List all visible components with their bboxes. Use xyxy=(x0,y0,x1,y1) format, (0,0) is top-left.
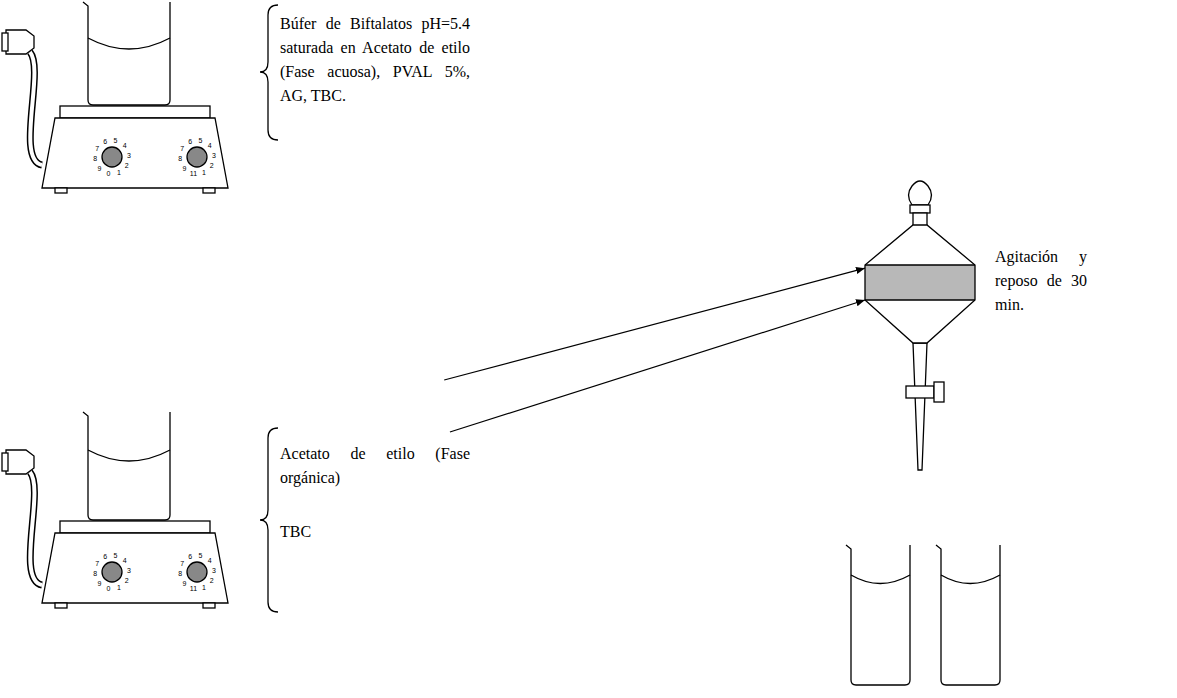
dial-number: 9 xyxy=(182,165,186,172)
dial-number: 7 xyxy=(180,145,184,152)
dial-number: 5 xyxy=(114,137,118,144)
dial-number: 7 xyxy=(95,145,99,152)
dial-number: 1 xyxy=(202,169,206,176)
dial-number: 8 xyxy=(93,155,97,162)
dial-number: 1 xyxy=(117,169,121,176)
dial-number: 9 xyxy=(97,580,101,587)
dial-number: 9 xyxy=(97,165,101,172)
dial-number: 6 xyxy=(188,553,192,560)
funnel-outline xyxy=(865,225,975,345)
step-note: Agitación y reposo de 30 min. xyxy=(995,245,1087,317)
dial-number: 9 xyxy=(182,580,186,587)
dial-number: 3 xyxy=(212,152,216,159)
dial-number: 11 xyxy=(190,170,197,177)
bracket xyxy=(260,5,278,612)
reagent-text: TBC xyxy=(280,520,470,544)
dial-number: 2 xyxy=(125,162,129,169)
dial-number: 5 xyxy=(114,552,118,559)
dial-number: 0 xyxy=(107,585,111,592)
dial-number: 3 xyxy=(212,567,216,574)
stirrer-bottom xyxy=(2,412,228,608)
dial-number: 5 xyxy=(199,137,203,144)
dial-number: 8 xyxy=(93,570,97,577)
dial-number: 1 xyxy=(202,584,206,591)
dial-number: 4 xyxy=(208,557,212,564)
dial-number: 11 xyxy=(190,585,197,592)
dial-number: 0 xyxy=(107,170,111,177)
stirrer-top xyxy=(2,2,228,193)
reagent-text: Búfer de Biftalatos pH=5.4 saturada en A… xyxy=(280,12,470,108)
dial-number: 1 xyxy=(117,584,121,591)
reagent-text: Acetato de etilo (Fase orgánica) xyxy=(280,442,470,490)
dial-number: 7 xyxy=(95,560,99,567)
flow-arrow xyxy=(450,300,865,432)
dial-number: 6 xyxy=(103,138,107,145)
dial-number: 2 xyxy=(210,577,214,584)
dial-number: 8 xyxy=(178,570,182,577)
dial-number: 5 xyxy=(199,552,203,559)
dial-number: 4 xyxy=(123,557,127,564)
dial-number: 2 xyxy=(210,162,214,169)
dial-number: 8 xyxy=(178,155,182,162)
collection-beaker xyxy=(846,545,1000,685)
dial-number: 7 xyxy=(180,560,184,567)
dial-number: 3 xyxy=(127,152,131,159)
dial-number: 4 xyxy=(123,142,127,149)
dial-number: 2 xyxy=(125,577,129,584)
reagent-group: Búfer de Biftalatos pH=5.4 saturada en A… xyxy=(255,8,475,380)
dial-number: 3 xyxy=(127,567,131,574)
dial-number: 4 xyxy=(208,142,212,149)
dial-number: 6 xyxy=(188,138,192,145)
flow-arrow xyxy=(444,268,865,380)
separatory-funnel: Agitación y reposo de 30 min. xyxy=(865,225,975,345)
dial-number: 6 xyxy=(103,553,107,560)
reagent-group: Acetato de etilo (Fase orgánica) TBC xyxy=(255,432,475,617)
